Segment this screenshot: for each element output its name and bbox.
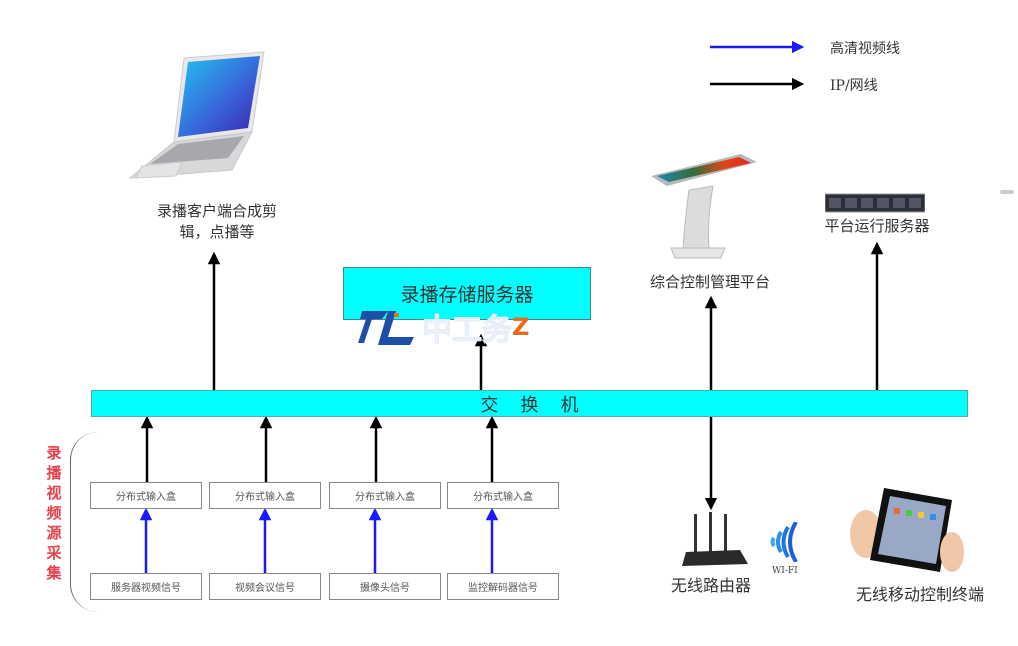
capture-char: 集 [46, 564, 62, 582]
touchscreen-kiosk-icon [645, 150, 765, 269]
capture-group-label: 录 播 视 频 源 采 源 集 [44, 443, 64, 583]
control-platform-label: 综合控制管理平台 [649, 273, 770, 291]
small-device-icon [1000, 190, 1014, 194]
input-box-2: 分布式输入盒 [209, 482, 321, 509]
tablet-icon [848, 482, 968, 578]
laptop-icon [122, 50, 272, 194]
watermark-text-rest: 工务 [452, 313, 513, 349]
watermark-logo: 中 工务 Z [358, 305, 529, 349]
client-label-line2: 辑，点播等 [179, 223, 255, 241]
input-box-3: 分布式输入盒 [329, 482, 441, 509]
capture-char: 采 [46, 544, 62, 562]
watermark-zl-icon [358, 311, 414, 345]
platform-server-label: 平台运行服务器 [824, 217, 930, 235]
source-box-camera: 摄像头信号 [329, 573, 441, 600]
wireless-router-icon [680, 512, 750, 574]
capture-char: 源 [46, 524, 62, 542]
source-box-server-video: 服务器视频信号 [90, 573, 202, 600]
switch-label: 交换机 [480, 394, 601, 416]
capture-char: 频 [46, 504, 62, 522]
source-box-video-conference: 视频会议信号 [209, 573, 321, 600]
legend-hd-video-label: 高清视频线 [830, 41, 900, 57]
router-label: 无线路由器 [670, 576, 751, 595]
client-label-line1: 录播客户端合成剪 [156, 202, 277, 220]
storage-server-label: 录播存储服务器 [400, 284, 534, 306]
input-box-1: 分布式输入盒 [90, 482, 202, 509]
legend-ip-label: IP/网线 [830, 78, 878, 94]
switch-bar: 交换机 [91, 390, 968, 417]
storage-server-box: 录播存储服务器 [343, 267, 591, 320]
input-box-4: 分布式输入盒 [447, 482, 559, 509]
watermark-text: 中 [422, 313, 453, 349]
wifi-signal-icon [768, 520, 812, 566]
rack-server-icon [824, 192, 926, 218]
capture-char: 录 [46, 444, 62, 462]
capture-group-brace [70, 432, 98, 612]
source-box-surveillance-decoder: 监控解码器信号 [447, 573, 559, 600]
mobile-terminal-label: 无线移动控制终端 [855, 585, 984, 604]
capture-char: 视 [46, 484, 62, 502]
capture-char: 播 [46, 464, 62, 482]
wifi-label: WI-FI [772, 566, 798, 576]
watermark-accent: Z [512, 313, 530, 341]
